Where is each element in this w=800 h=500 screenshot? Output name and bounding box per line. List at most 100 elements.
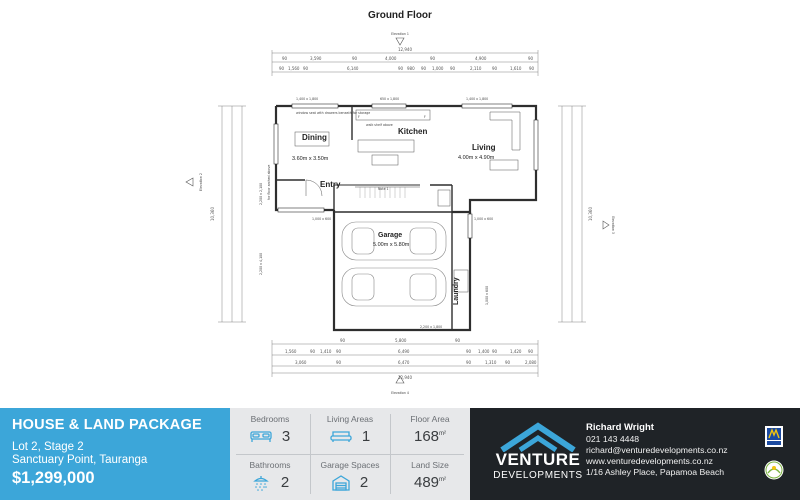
stat-value: 168m² xyxy=(414,428,446,445)
master-builders-badge-icon xyxy=(765,426,783,447)
plan-notes: window seat with drawers beneath for sto… xyxy=(267,111,426,200)
note-shelf: walk shelf above xyxy=(366,123,393,127)
window-size-labels: 1,400 x 1,800 650 x 1,800 1,400 x 1,800 … xyxy=(259,97,493,329)
stat-label: Floor Area xyxy=(410,414,450,424)
fixtures xyxy=(294,109,521,293)
package-title: HOUSE & LAND PACKAGE xyxy=(12,417,202,433)
garage-cars xyxy=(341,221,447,307)
bottom-dims-row1: 90 5,800 90 xyxy=(340,338,461,343)
window-size: 2,200 x 2,100 xyxy=(259,183,263,205)
top-dimensions xyxy=(271,50,539,76)
floor-plan: Ground Floor Elevation 1 Elevation 2 Ele… xyxy=(185,10,615,395)
window-size: 650 x 1,800 xyxy=(380,97,399,101)
contact-email[interactable]: richard@venturedevelopments.co.nz xyxy=(586,445,728,455)
stat-label: Bedrooms xyxy=(250,414,290,424)
dim-label: 6,140 xyxy=(347,66,359,71)
stat-label: Bathrooms xyxy=(249,460,291,470)
dim-label: 6,490 xyxy=(398,349,410,354)
window-size: 1,000 x 600 xyxy=(312,217,331,221)
stat-bathrooms: Bathrooms 2 xyxy=(230,454,310,500)
logo-subword: DEVELOPMENTS xyxy=(493,470,583,481)
divider xyxy=(236,454,464,455)
stat-land-size: Land Size 489m² xyxy=(390,454,470,500)
dim-label: 1,310 xyxy=(485,360,497,365)
roof-logo-icon xyxy=(500,422,576,452)
room-garage: Garage xyxy=(378,232,402,239)
sanctuary-point-badge-icon xyxy=(764,460,784,480)
shower-icon xyxy=(251,475,271,491)
footer: HOUSE & LAND PACKAGE Lot 2, Stage 2 Sanc… xyxy=(0,408,800,500)
contact-name: Richard Wright xyxy=(586,422,654,433)
bottom-dims-row2: 1,560 90 1,410 90 6,490 90 1,400 90 1,42… xyxy=(285,349,534,354)
package-price: $1,299,000 xyxy=(12,469,95,487)
overall-depth-dim-right: 10,360 xyxy=(588,207,593,221)
package-location: Sanctuary Point, Tauranga xyxy=(12,454,148,466)
bottom-dimensions xyxy=(271,340,539,377)
garage-icon xyxy=(332,474,350,491)
dim-label: 90 xyxy=(455,338,461,343)
contact-website[interactable]: www.venturedevelopments.co.nz xyxy=(586,456,713,466)
room-garage-size: 5.00m x 5.80m xyxy=(373,242,410,248)
land-size-number: 489 xyxy=(413,474,440,491)
dim-label: 90 xyxy=(336,349,342,354)
window-size: 1,400 x 1,800 xyxy=(296,97,318,101)
left-dimensions xyxy=(218,105,246,323)
overall-width-dim: 12,940 xyxy=(398,47,412,52)
elevation-marker-bottom: Elevation 4 xyxy=(391,375,409,395)
dim-label: 90 xyxy=(505,360,511,365)
elevation-label: Elevation 3 xyxy=(611,216,615,234)
stat-garage-spaces: Garage Spaces 2 xyxy=(310,454,390,500)
dim-label: 90 xyxy=(492,349,498,354)
dim-label: 90 xyxy=(310,349,316,354)
bottom-dims-row3: 3,060 90 6,470 90 1,310 90 2,080 xyxy=(295,360,537,365)
dim-label: 90 xyxy=(529,66,535,71)
note-fridge: F xyxy=(358,115,360,119)
room-entry: Entry xyxy=(320,180,341,189)
dim-label: 90 xyxy=(492,66,498,71)
window-size: 2,200 x 4,100 xyxy=(259,253,263,275)
sofa-icon xyxy=(330,430,352,443)
contact-phone[interactable]: 021 143 4448 xyxy=(586,434,640,444)
dim-label: 90 xyxy=(450,66,456,71)
dim-label: 4,900 xyxy=(475,56,487,61)
window-size: 1,400 x 1,800 xyxy=(466,97,488,101)
dim-label: 1,610 xyxy=(510,66,522,71)
dim-label: 1,410 xyxy=(320,349,332,354)
dim-label: 90 xyxy=(279,66,285,71)
room-labels: Dining 3.60m x 3.50m Kitchen Living 4.00… xyxy=(292,127,496,305)
stat-value: 2 xyxy=(359,474,369,491)
dim-label: 5,800 xyxy=(395,338,407,343)
elevation-marker-top: Elevation 1 xyxy=(391,32,409,46)
stat-bedrooms: Bedrooms 3 xyxy=(230,408,310,454)
dim-label: 90 xyxy=(352,56,358,61)
dim-label: 3,590 xyxy=(310,56,322,61)
venture-logo: VENTURE DEVELOPMENTS xyxy=(486,422,590,492)
dim-label: 90 xyxy=(398,66,404,71)
note-1: Note 1 xyxy=(378,187,389,191)
floor-plan-drawing: Elevation 1 Elevation 2 Elevation 3 Elev… xyxy=(185,32,615,395)
stat-floor-area: Floor Area 168m² xyxy=(390,408,470,454)
top-dims-row2: 90 1,560 90 6,140 90 980 90 1,000 90 2,1… xyxy=(279,66,535,71)
top-dims-row1: 90 3,590 90 4,000 90 4,900 90 xyxy=(282,56,534,61)
stat-label: Living Areas xyxy=(326,414,374,424)
room-kitchen: Kitchen xyxy=(398,127,427,136)
bed-icon xyxy=(250,430,272,443)
dim-label: 6,470 xyxy=(398,360,410,365)
dim-label: 90 xyxy=(430,56,436,61)
dim-label: 90 xyxy=(336,360,342,365)
logo-wordmark: VENTURE xyxy=(495,450,581,469)
stat-label: Garage Spaces xyxy=(320,460,380,470)
dim-label: 1,400 xyxy=(478,349,490,354)
plan-title: Ground Floor xyxy=(368,10,432,21)
dim-label: 2,080 xyxy=(525,360,537,365)
dim-label: 1,560 xyxy=(288,66,300,71)
floor-area-number: 168 xyxy=(413,428,440,445)
window-size: 2,200 x 1,800 xyxy=(420,325,442,329)
land-size-unit: m² xyxy=(439,477,447,483)
overall-depth-dim-left: 10,360 xyxy=(210,207,215,221)
dim-label: 1,000 xyxy=(432,66,444,71)
dim-label: 3,060 xyxy=(295,360,307,365)
dim-label: 90 xyxy=(466,349,472,354)
stat-label: Land Size xyxy=(411,460,449,470)
dim-label: 90 xyxy=(282,56,288,61)
